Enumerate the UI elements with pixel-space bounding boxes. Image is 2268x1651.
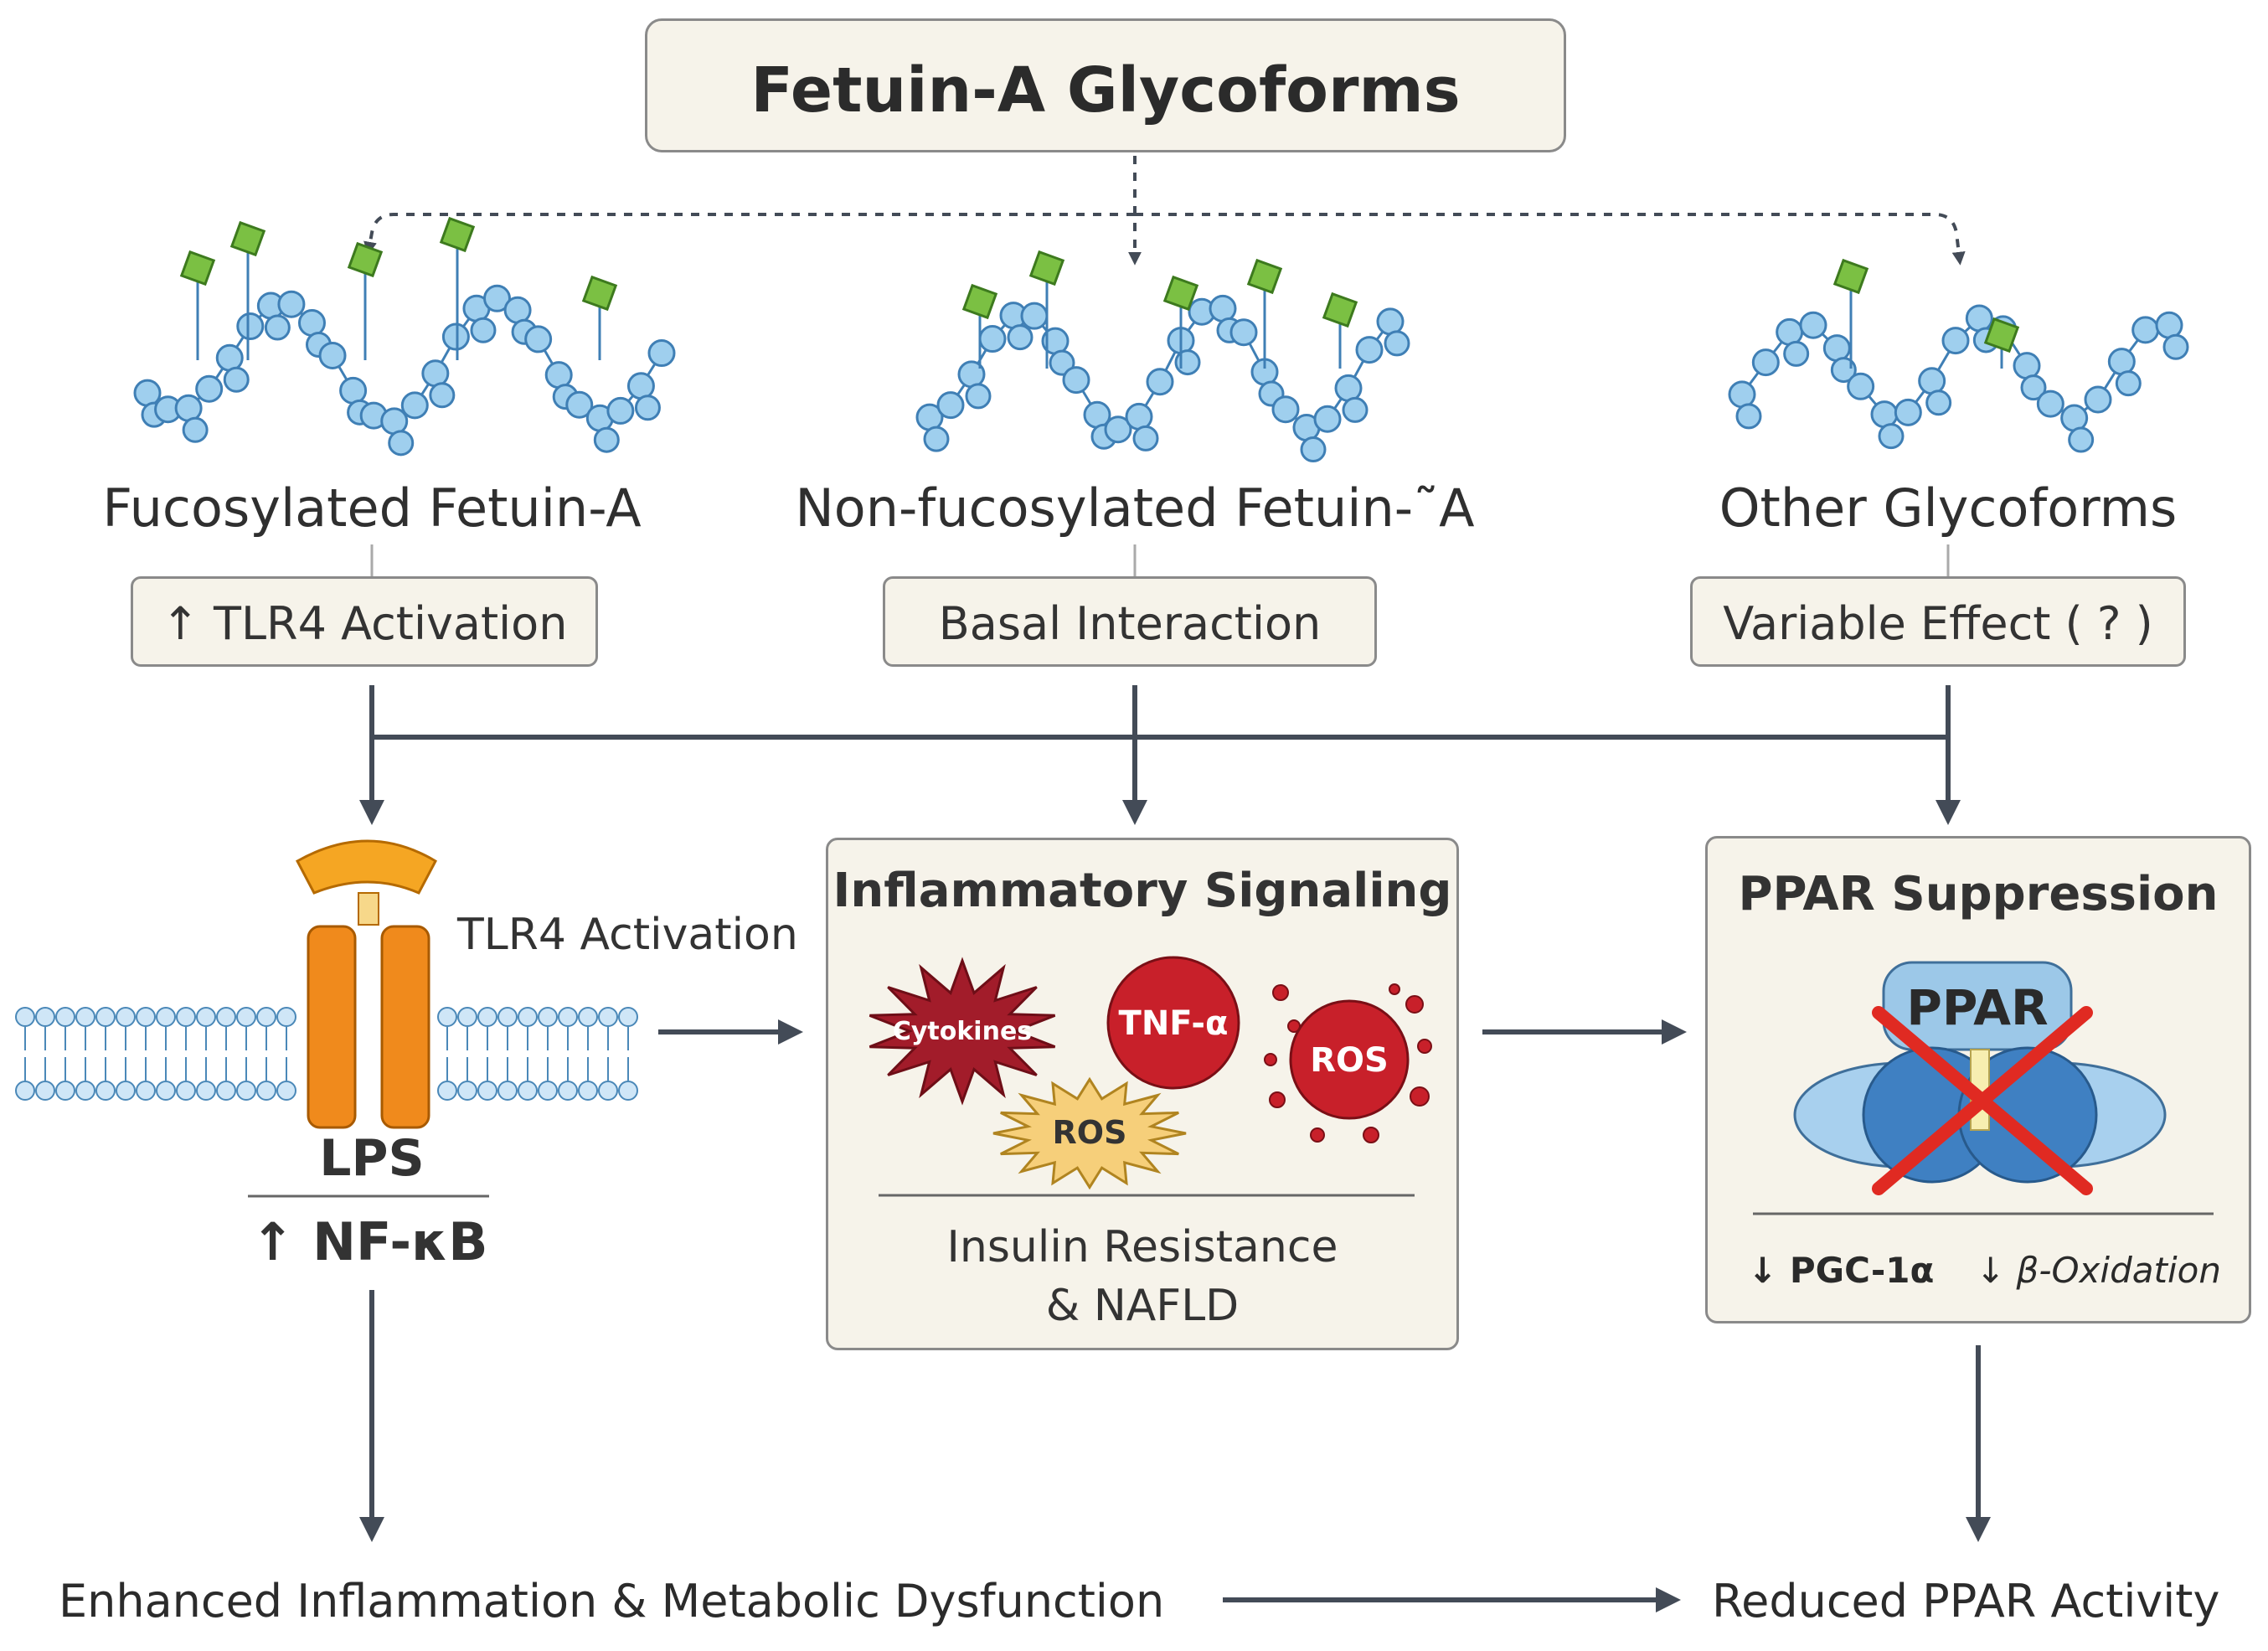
lipid-bilayer xyxy=(15,1007,638,1101)
nafld-label: & NAFLD xyxy=(1045,1281,1240,1331)
inflammatory-title: Inflammatory Signaling xyxy=(832,864,1452,918)
ppar-suppression-panel: PPAR Suppression PPAR ↓ PGC-1α ↓ β-Oxida… xyxy=(1705,836,2251,1323)
ppar-receptor-icon xyxy=(1793,961,2167,1184)
ros-droplets xyxy=(1264,983,1432,1143)
ros-burst-text: ROS xyxy=(1053,1114,1127,1151)
tnf-alpha-icon xyxy=(1106,956,1240,1090)
dashed-arrow-left xyxy=(363,213,1135,255)
ros-circle-text: ROS xyxy=(1310,1041,1389,1080)
tlr4-receptor-icon xyxy=(295,839,437,1129)
diagram-title: Fetuin-A Glycoforms xyxy=(750,54,1461,126)
inflammatory-mediators-art: Cytokines TNF-α ROS ROS xyxy=(869,956,1432,1197)
effect-label-fucosylated: ↑ TLR4 Activation xyxy=(161,597,568,650)
glycoform-name-fucosylated: Fucosylated Fetuin-A xyxy=(102,477,642,539)
outcome-enhanced-inflammation: Enhanced Inflammation & Metabolic Dysfun… xyxy=(59,1575,1165,1628)
ppar-receptor-text: PPAR xyxy=(1906,979,2048,1036)
inhibition-cross-icon xyxy=(1872,1006,2093,1195)
cytokines-icon xyxy=(869,957,1056,1106)
ros-circle-icon xyxy=(1289,999,1410,1120)
tnf-alpha-text: TNF-α xyxy=(1119,1004,1229,1043)
effect-label-other: Variable Effect ( ? ) xyxy=(1723,597,2153,650)
effect-pill-nonfucosylated: Basal Interaction xyxy=(883,576,1377,667)
cytokines-text: Cytokines xyxy=(893,1017,1032,1046)
glycan-chain-icon xyxy=(915,250,1410,463)
insulin-resistance-label: Insulin Resistance xyxy=(946,1222,1338,1272)
glycan-chain-icon xyxy=(1728,258,2189,453)
glycoform-name-other: Other Glycoforms xyxy=(1719,477,2178,539)
dashed-distribution-arrows xyxy=(363,156,1966,266)
lps-label: LPS xyxy=(319,1129,425,1188)
ppar-receptor-art: PPAR ↓ PGC-1α ↓ β-Oxidation xyxy=(1748,961,2221,1291)
ppar-title: PPAR Suppression xyxy=(1738,867,2219,921)
ros-burst-icon xyxy=(992,1076,1187,1190)
outcome-reduced-ppar: Reduced PPAR Activity xyxy=(1712,1575,2220,1628)
title-box: Fetuin-A Glycoforms xyxy=(645,18,1566,152)
glycoform-name-nonfucosylated: Non-fucosylated Fetuin-˜A xyxy=(795,477,1475,539)
effect-pill-fucosylated: ↑ TLR4 Activation xyxy=(131,576,598,667)
nfkb-label: ↑ NF-κB xyxy=(250,1211,488,1272)
tlr4-activation-label: TLR4 Activation xyxy=(457,910,798,960)
effect-pill-other: Variable Effect ( ? ) xyxy=(1690,576,2186,667)
convergence-arrows xyxy=(359,685,1961,825)
effect-label-nonfucosylated: Basal Interaction xyxy=(938,597,1322,650)
pgc1a-label: ↓ PGC-1α xyxy=(1748,1250,1934,1291)
glycan-chain-icon xyxy=(133,216,676,457)
inflammatory-signaling-panel: Inflammatory Signaling Cytokines TNF-α R… xyxy=(826,838,1459,1350)
beta-oxidation-label: ↓ β-Oxidation xyxy=(1976,1250,2221,1291)
